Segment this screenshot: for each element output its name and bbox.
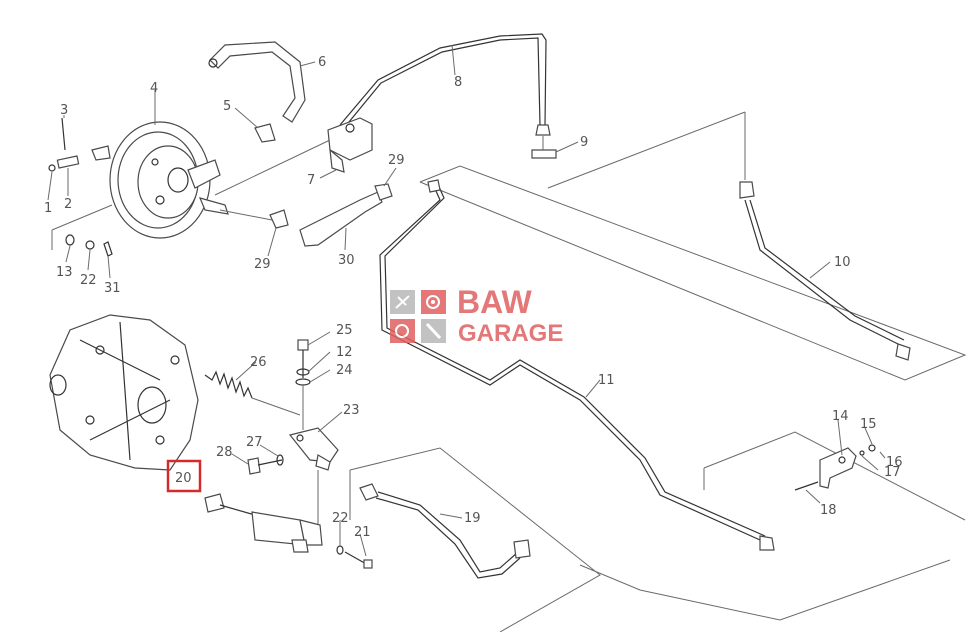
callout-2: 2 <box>64 197 72 212</box>
hose-19 <box>359 483 531 579</box>
callout-10: 10 <box>834 255 851 270</box>
bolt-21-22 <box>336 545 373 569</box>
callout-5: 5 <box>223 99 231 114</box>
callout-28: 28 <box>216 445 233 460</box>
leader-lines <box>47 44 886 557</box>
callout-6: 6 <box>318 55 326 70</box>
brake-pipe-8 <box>339 33 557 159</box>
callout-24: 24 <box>336 363 353 378</box>
callout-19: 19 <box>464 511 481 526</box>
washer-parts-13-22-31 <box>65 234 113 257</box>
callout-12: 12 <box>336 345 353 360</box>
callout-3: 3 <box>60 103 68 118</box>
callout-18: 18 <box>820 503 837 518</box>
callout-23: 23 <box>343 403 360 418</box>
callout-22-lower: 22 <box>332 511 349 526</box>
callout-9: 9 <box>580 135 588 150</box>
callout-4: 4 <box>150 81 158 96</box>
callout-29-upper: 29 <box>388 153 405 168</box>
callout-8: 8 <box>454 75 462 90</box>
callout-16: 16 <box>886 455 903 470</box>
brake-booster <box>109 121 331 239</box>
callout-17: 17 <box>884 465 901 480</box>
callout-21: 21 <box>354 525 371 540</box>
pipe-11 <box>379 179 775 551</box>
pipe-10 <box>739 181 911 361</box>
hose-30 <box>269 183 393 247</box>
watermark-line1: BAW <box>457 284 532 320</box>
callout-13: 13 <box>56 265 73 280</box>
callout-14: 14 <box>832 409 849 424</box>
watermark-line2: GARAGE <box>458 320 563 347</box>
callout-15: 15 <box>860 417 877 432</box>
valve-block <box>327 117 373 173</box>
callout-20-highlight-box <box>166 459 202 493</box>
vacuum-hose <box>208 41 306 143</box>
callout-29-lower: 29 <box>254 257 271 272</box>
callout-20: 20 <box>175 471 192 486</box>
clutch-housing <box>49 314 199 471</box>
baw-garage-watermark-logo: BAW GARAGE <box>390 284 563 347</box>
callout-30: 30 <box>338 253 355 268</box>
callout-22-upper: 22 <box>80 273 97 288</box>
plane-outlines <box>51 111 967 632</box>
callout-26: 26 <box>250 355 267 370</box>
pin-parts-1-2-3 <box>48 117 111 172</box>
return-spring <box>204 370 301 416</box>
callout-27: 27 <box>246 435 263 450</box>
callout-7: 7 <box>307 173 315 188</box>
bolt-stack-25-12-24 <box>295 339 311 430</box>
clutch-slave-cylinder <box>204 493 323 553</box>
bracket-14 <box>794 444 876 491</box>
callout-1: 1 <box>44 201 52 216</box>
callout-25: 25 <box>336 323 353 338</box>
callout-11: 11 <box>598 373 615 388</box>
callout-31: 31 <box>104 281 121 296</box>
bracket-23 <box>288 427 339 530</box>
callout-labels: 1 2 3 4 5 6 7 8 9 10 11 12 13 14 15 16 1… <box>44 55 903 540</box>
bolt-28-27 <box>247 454 284 475</box>
